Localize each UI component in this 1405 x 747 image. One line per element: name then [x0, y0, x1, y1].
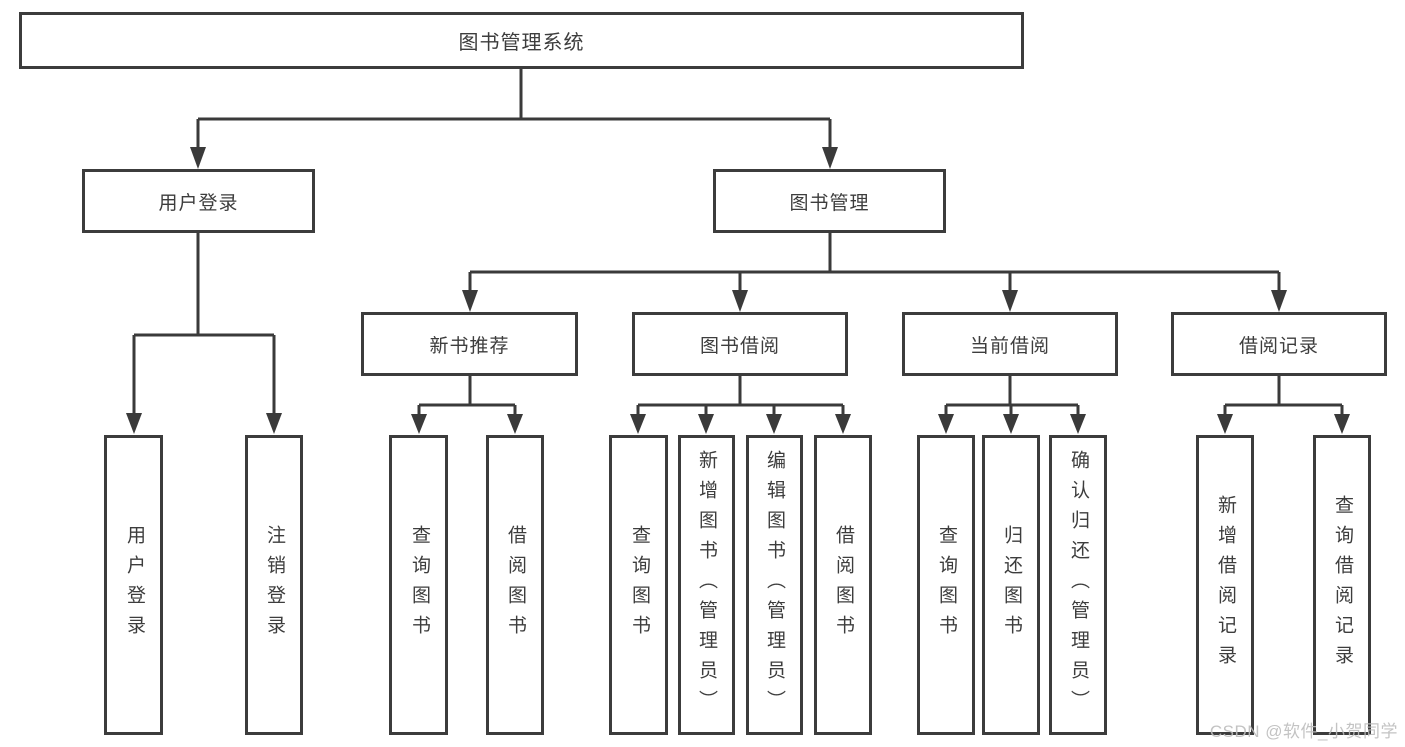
node-user-login: 用户登录: [82, 169, 315, 233]
leaf-query-borrow-record: 查询借阅记录: [1313, 435, 1371, 735]
leaf-borrow-books-borrowing: 借阅图书: [814, 435, 872, 735]
leaf-add-borrow-record: 新增借阅记录: [1196, 435, 1254, 735]
leaf-logout: 注销登录: [245, 435, 303, 735]
leaf-user-login: 用户登录: [104, 435, 163, 735]
leaf-borrow-books-recommend: 借阅图书: [486, 435, 544, 735]
node-borrowing-records: 借阅记录: [1171, 312, 1387, 376]
node-book-management: 图书管理: [713, 169, 946, 233]
watermark: CSDN @软件_小贺同学: [1209, 722, 1398, 741]
node-new-book-recommend: 新书推荐: [361, 312, 578, 376]
node-root: 图书管理系统: [19, 12, 1024, 69]
leaf-query-books-recommend: 查询图书: [389, 435, 448, 735]
leaf-edit-book-admin: 编辑图书（管理员）: [746, 435, 803, 735]
node-current-borrowing: 当前借阅: [902, 312, 1118, 376]
leaf-return-books: 归还图书: [982, 435, 1040, 735]
node-book-borrowing: 图书借阅: [632, 312, 848, 376]
leaf-query-books-borrowing: 查询图书: [609, 435, 668, 735]
leaf-add-book-admin: 新增图书（管理员）: [678, 435, 735, 735]
leaf-confirm-return-admin: 确认归还（管理员）: [1049, 435, 1107, 735]
leaf-query-books-current: 查询图书: [917, 435, 975, 735]
